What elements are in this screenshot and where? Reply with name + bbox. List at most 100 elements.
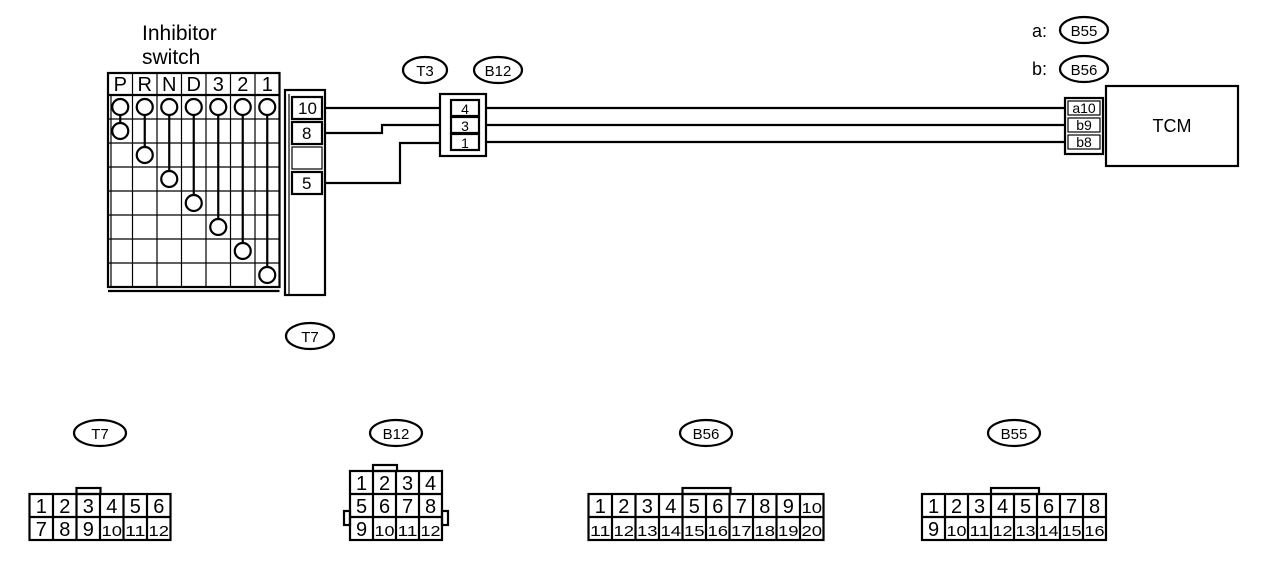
callout-t3-label: T3 — [416, 63, 434, 80]
connector-callout-t7: T7 — [284, 321, 336, 351]
pin-T7-7: 7 — [36, 519, 47, 541]
switch-position-R: R — [138, 74, 152, 96]
wires — [325, 106, 1065, 185]
callout-b12-label: B12 — [485, 63, 512, 80]
tcm-pin-b9: b9 — [1076, 117, 1092, 133]
pin-T7-3: 3 — [83, 496, 94, 518]
pin-B55-6: 6 — [1043, 496, 1054, 518]
switch-position-2: 2 — [237, 74, 248, 96]
pin-B56-14: 14 — [661, 523, 682, 540]
pin-B55-9: 9 — [928, 519, 939, 541]
pin-B12-6: 6 — [379, 496, 390, 518]
contact-circle-top-R — [135, 97, 154, 117]
pin-B12-10: 10 — [375, 523, 395, 540]
tcm-connector-legend: a: B55 b: B56 — [1032, 15, 1110, 84]
pin-B12-9: 9 — [356, 519, 367, 541]
contact-circle-2 — [233, 241, 252, 261]
junction-pin-3: 3 — [461, 118, 469, 134]
pin-T7-1: 1 — [36, 496, 47, 518]
contact-circle-top-3 — [209, 97, 228, 117]
contact-circle-top-2 — [233, 97, 252, 117]
tcm-pin-a10: a10 — [1072, 100, 1096, 116]
inhibitor-pin-10-box — [290, 95, 324, 121]
pin-B55-1: 1 — [928, 496, 939, 518]
pin-B55-7: 7 — [1066, 496, 1077, 518]
pin-B55-13: 13 — [1016, 523, 1036, 540]
junction-pin-4: 4 — [461, 101, 469, 117]
pin-T7-10: 10 — [102, 523, 123, 540]
pin-B56-9: 9 — [783, 496, 794, 518]
pin-B55-15: 15 — [1062, 523, 1082, 540]
pin-B55-3: 3 — [974, 496, 985, 518]
legend-prefix-a: a: — [1032, 21, 1047, 41]
tcm-label: TCM — [1153, 116, 1192, 136]
title-line-2: switch — [142, 46, 200, 69]
wire-pin8 — [325, 123, 440, 135]
legend-connector-b55: B55 — [1071, 23, 1098, 40]
pin-B56-20: 20 — [802, 523, 823, 540]
inhibitor-pin-10: 10 — [298, 99, 317, 118]
pin-T7-12: 12 — [149, 523, 170, 540]
contact-circle-P — [111, 121, 130, 141]
connector-face-label: B55 — [1001, 426, 1028, 443]
pin-B55-14: 14 — [1039, 523, 1059, 540]
pin-B12-3: 3 — [402, 473, 413, 495]
pin-B55-12: 12 — [993, 523, 1013, 540]
pin-T7-2: 2 — [59, 496, 70, 518]
pin-B12-5: 5 — [356, 496, 367, 518]
switch-position-N: N — [162, 74, 176, 96]
pin-T7-11: 11 — [125, 523, 146, 540]
pin-B56-8: 8 — [759, 496, 770, 518]
pin-B12-8: 8 — [425, 496, 436, 518]
pin-B56-18: 18 — [755, 523, 776, 540]
pin-B56-11: 11 — [590, 523, 611, 540]
pin-B56-3: 3 — [642, 496, 653, 518]
contact-circle-top-N — [160, 97, 179, 117]
inhibitor-connector-block: 10 8 5 — [283, 88, 327, 297]
contact-circle-top-D — [184, 97, 203, 117]
callout-t7-label: T7 — [301, 329, 319, 346]
pin-B55-16: 16 — [1085, 523, 1105, 540]
pin-B56-16: 16 — [708, 523, 729, 540]
pin-B56-5: 5 — [689, 496, 700, 518]
connector-face-label: B12 — [383, 426, 410, 443]
pin-B12-2: 2 — [379, 473, 390, 495]
pin-B56-17: 17 — [731, 523, 752, 540]
inhibitor-pin-5-box — [290, 170, 324, 196]
legend-connector-b56: B56 — [1071, 62, 1098, 79]
pin-B56-2: 2 — [618, 496, 629, 518]
pin-T7-5: 5 — [130, 496, 141, 518]
pin-B55-10: 10 — [947, 523, 967, 540]
pin-B12-1: 1 — [356, 473, 367, 495]
junction-pin-1: 1 — [461, 135, 469, 151]
contact-circle-top-P — [111, 97, 130, 117]
inhibitor-switch-title: Inhibitor switch — [142, 22, 217, 69]
pin-B56-15: 15 — [684, 523, 705, 540]
pin-B56-19: 19 — [778, 523, 799, 540]
pin-B55-8: 8 — [1089, 496, 1100, 518]
tcm-pin-b8: b8 — [1076, 134, 1092, 150]
pin-T7-9: 9 — [83, 519, 94, 541]
pin-B12-11: 11 — [398, 523, 418, 540]
pin-B56-7: 7 — [736, 496, 747, 518]
contact-circle-N — [160, 169, 179, 189]
contact-circle-D — [184, 193, 203, 213]
switch-position-3: 3 — [213, 74, 224, 96]
pin-B55-2: 2 — [951, 496, 962, 518]
inhibitor-pin-8-box — [290, 120, 324, 146]
contact-circle-1 — [258, 265, 277, 285]
pin-B55-11: 11 — [970, 523, 990, 540]
pin-T7-6: 6 — [153, 496, 164, 518]
switch-grid-frame — [106, 71, 281, 289]
pin-B56-1: 1 — [595, 496, 606, 518]
inhibitor-pin-8: 8 — [302, 124, 311, 143]
pin-B12-7: 7 — [402, 496, 413, 518]
pin-B56-13: 13 — [637, 523, 658, 540]
